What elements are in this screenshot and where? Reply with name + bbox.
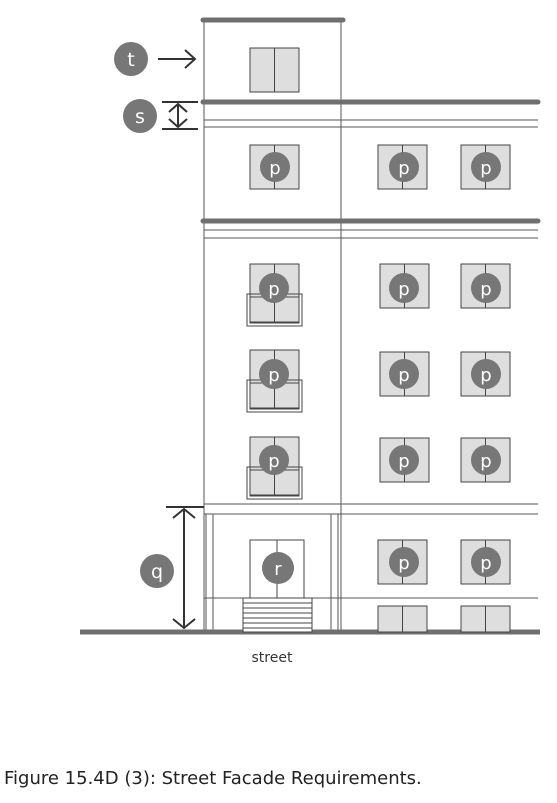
svg-text:p: p: [268, 365, 279, 386]
svg-text:p: p: [480, 553, 491, 574]
badge-s: s: [123, 99, 157, 133]
figure-caption: Figure 15.4D (3): Street Facade Requirem…: [4, 768, 422, 789]
svg-text:p: p: [480, 279, 491, 300]
badge-r: r: [262, 552, 294, 584]
badge-p: p: [471, 273, 501, 303]
svg-text:r: r: [274, 559, 282, 580]
badge-p: p: [389, 445, 419, 475]
svg-text:q: q: [151, 561, 163, 583]
svg-text:p: p: [398, 158, 409, 179]
badge-p: p: [389, 359, 419, 389]
badge-p: p: [471, 359, 501, 389]
badge-p: p: [471, 152, 501, 182]
svg-text:p: p: [480, 158, 491, 179]
svg-text:p: p: [269, 158, 280, 179]
badge-p: p: [259, 273, 289, 303]
svg-text:p: p: [398, 279, 409, 300]
roof-lines: [200, 17, 541, 224]
entrance-stairs: [242, 597, 313, 633]
building-outline: [203, 22, 539, 632]
tower-window: [249, 47, 300, 93]
badge-p: p: [471, 547, 501, 577]
arrow-right-icon: [158, 49, 197, 69]
badge-p: p: [471, 445, 501, 475]
svg-text:p: p: [480, 451, 491, 472]
svg-text:p: p: [398, 365, 409, 386]
badge-t: t: [114, 42, 148, 76]
q-dimension-icon: [166, 506, 204, 630]
svg-text:p: p: [268, 279, 279, 300]
badge-p: p: [389, 547, 419, 577]
s-dimension-icon: [162, 101, 198, 130]
p-badges: p p p p p p p p p p p p p p: [259, 152, 501, 577]
window-row-6: [377, 605, 511, 633]
badge-p: p: [260, 152, 290, 182]
svg-text:p: p: [398, 553, 409, 574]
street-label: street: [252, 650, 293, 666]
badge-p: p: [259, 359, 289, 389]
svg-text:p: p: [268, 451, 279, 472]
svg-text:p: p: [398, 451, 409, 472]
badge-q: q: [140, 554, 174, 588]
badge-p: p: [389, 273, 419, 303]
svg-text:s: s: [135, 106, 145, 128]
svg-text:t: t: [127, 49, 134, 71]
svg-text:p: p: [480, 365, 491, 386]
badge-p: p: [259, 445, 289, 475]
badge-p: p: [389, 152, 419, 182]
